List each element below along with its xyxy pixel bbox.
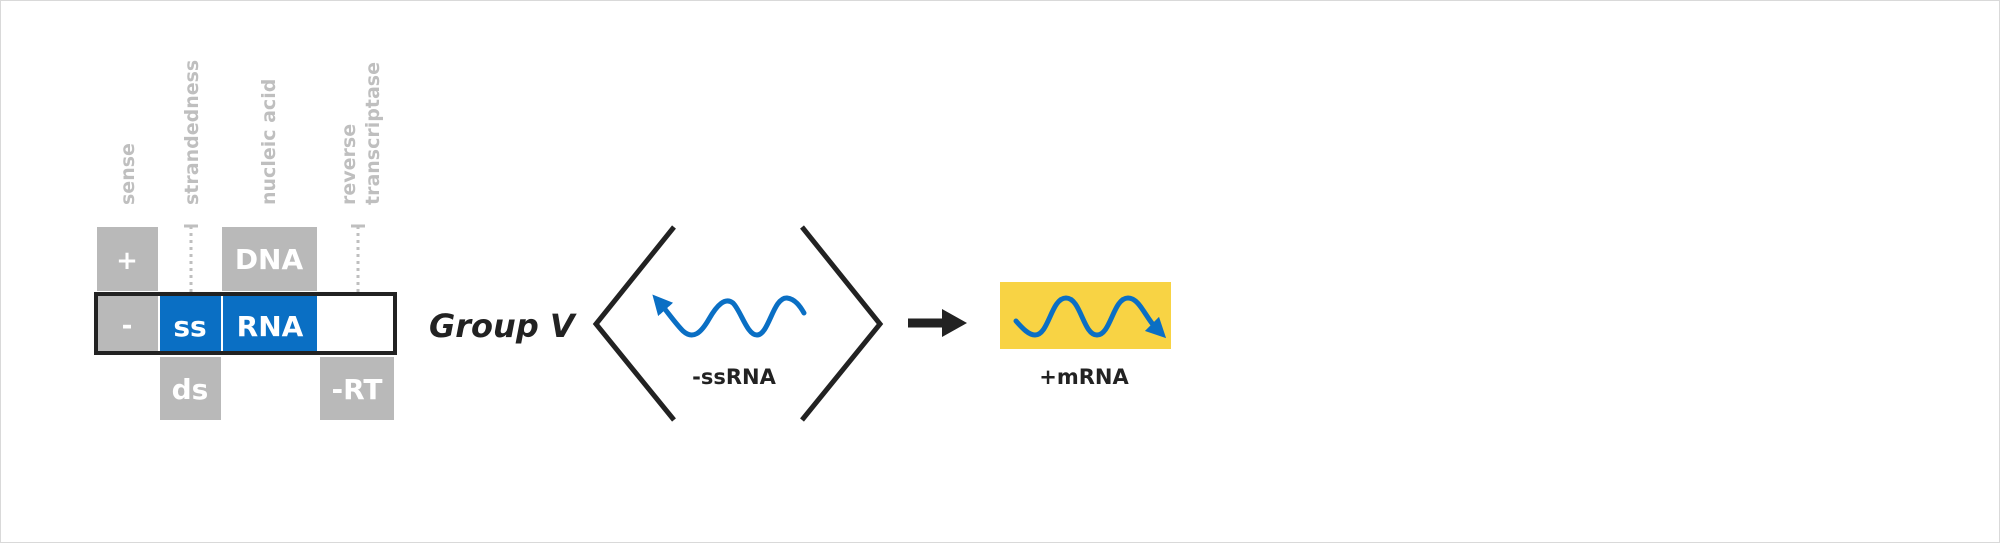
header-reverse: reverse [338,124,360,205]
strand-dotted-connector [184,224,198,293]
sense-plus-box [97,227,158,291]
rt-empty-box [319,295,393,355]
right-angle-bracket [800,225,884,422]
product-label: +mRNA [1039,365,1129,389]
ds-label: ds [172,373,209,406]
plus-mrna-wave [1013,295,1167,339]
header-sense: sense [117,143,139,205]
header-transcriptase: transcriptase [362,62,384,205]
left-angle-bracket [592,225,676,422]
ds-box [160,357,221,420]
dna-label: DNA [235,243,304,276]
sense-minus-box [97,295,158,355]
rt-minus-label: -RT [331,373,382,406]
mrna-box [1000,282,1171,349]
group-label: Group V [429,307,577,345]
header-nucleic-acid: nucleic acid [258,79,280,205]
ss-box [160,295,221,355]
header-strandedness: strandedness [181,60,203,205]
dna-box [222,227,317,291]
sense-minus-label: - [122,311,133,341]
rt-dotted-connector [351,224,365,293]
selected-row-outline [94,292,397,355]
rna-label: RNA [237,310,304,343]
sense-plus-label: + [116,246,138,276]
transcription-arrow [908,309,967,337]
minus-ssrna-wave [652,294,807,338]
rna-box [223,295,317,355]
genome-label: -ssRNA [692,365,776,389]
ss-label: ss [173,310,206,343]
rt-minus-box [320,357,394,420]
